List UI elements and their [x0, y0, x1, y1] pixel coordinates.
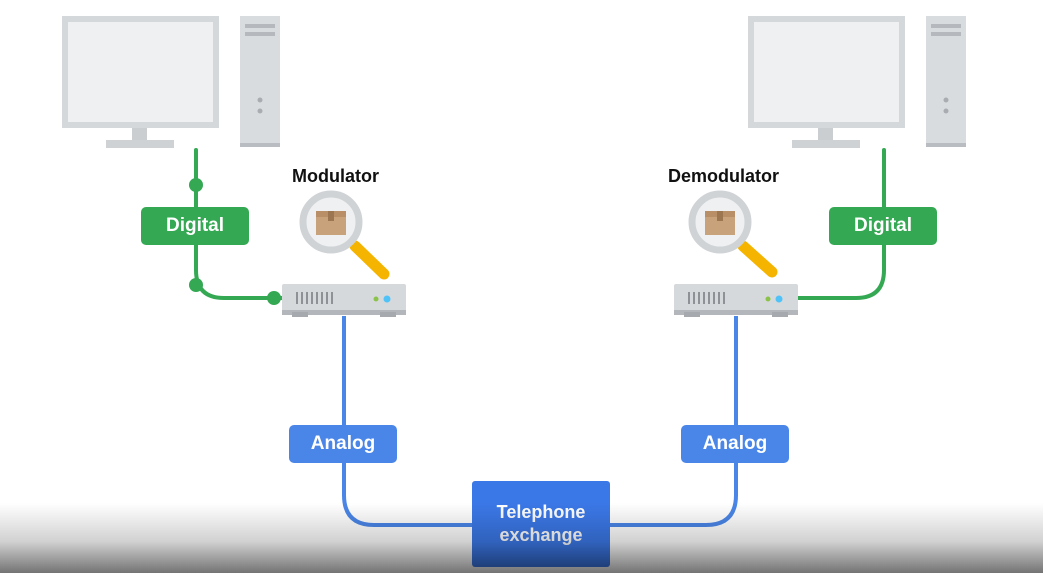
left-digital-line	[194, 148, 284, 300]
right-digital-label: Digital	[829, 207, 937, 245]
right-magnifier-icon	[688, 190, 778, 278]
left-computer-icon	[62, 16, 280, 148]
left-digital-node-bottom	[189, 278, 203, 292]
left-analog-label: Analog	[289, 425, 397, 463]
modulator-title: Modulator	[292, 166, 379, 186]
exchange-label-line1: Telephone	[496, 502, 586, 522]
exchange-label-line2: exchange	[499, 525, 583, 545]
telephone-exchange-box: Telephone exchange	[472, 481, 610, 567]
left-digital-node-modem	[267, 291, 281, 305]
demodulator-title: Demodulator	[668, 166, 780, 186]
right-computer-icon	[748, 16, 966, 148]
left-digital-label: Digital	[141, 207, 249, 245]
left-magnifier-icon	[299, 190, 390, 280]
right-modem-icon	[674, 284, 798, 317]
left-digital-node-top	[189, 178, 203, 192]
right-digital-line	[796, 148, 886, 300]
right-analog-label: Analog	[681, 425, 789, 463]
left-modem-icon	[282, 284, 406, 317]
